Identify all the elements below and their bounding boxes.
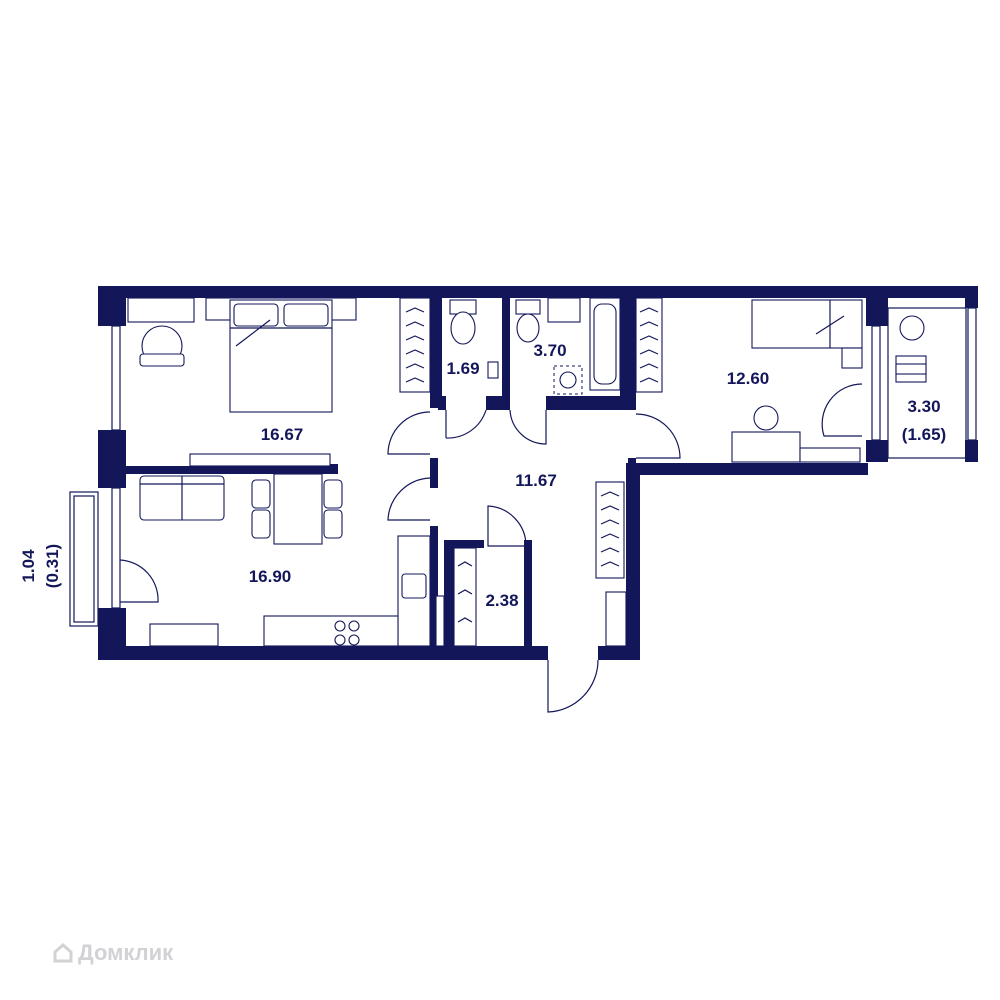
hanger-icon — [600, 561, 620, 567]
hanger-icon — [457, 589, 473, 595]
hanger-icon — [405, 377, 425, 383]
hanger-icon — [639, 363, 659, 369]
hanger-icon — [600, 547, 620, 553]
house-icon — [53, 943, 73, 963]
bedroom-furniture — [127, 297, 431, 467]
balcony-frame — [887, 307, 967, 459]
bedroom2-furniture — [635, 297, 863, 463]
hanger-icon — [405, 335, 425, 341]
area-label-bedroom-2: 12.60 — [727, 369, 770, 388]
hanger-icon — [405, 349, 425, 355]
hanger-icon — [600, 533, 620, 539]
watermark-text: Домклик — [78, 940, 174, 965]
hanger-icon — [457, 617, 473, 623]
hanger-icon — [600, 491, 620, 497]
hanger-icon — [600, 505, 620, 511]
area-label-bedroom: 16.67 — [261, 425, 304, 444]
hall-furniture — [435, 481, 627, 647]
balcony-furniture — [895, 315, 927, 383]
hanger-icon — [639, 321, 659, 327]
hanger-icon — [639, 377, 659, 383]
area-label-kitchen-living: 16.90 — [249, 567, 292, 586]
hanger-icon — [639, 349, 659, 355]
windows — [111, 307, 977, 609]
area-labels: 16.67 1.69 3.70 12.60 3.30 (1.65) 11.67 … — [19, 341, 946, 610]
area-label-loggia: 1.04 — [19, 549, 38, 583]
hanger-icon — [405, 321, 425, 327]
area-label-loggia-reduced: (0.31) — [43, 544, 62, 588]
area-label-balcony-reduced: (1.65) — [902, 425, 946, 444]
area-label-bathroom: 3.70 — [533, 341, 566, 360]
hanger-icon — [639, 335, 659, 341]
inner-walls — [126, 298, 888, 650]
hanger-icon — [639, 307, 659, 313]
hanger-icon — [457, 561, 473, 567]
loggia-frame — [69, 491, 99, 627]
area-label-hall: 11.67 — [515, 471, 557, 490]
hanger-icon — [405, 363, 425, 369]
area-label-wc: 1.69 — [446, 359, 479, 378]
hanger-icon — [405, 307, 425, 313]
doors — [119, 383, 863, 713]
domclick-watermark: Домклик — [52, 940, 173, 966]
area-label-balcony: 3.30 — [907, 397, 940, 416]
kitchen-furniture — [139, 473, 431, 647]
hanger-icon — [600, 519, 620, 525]
area-label-wardrobe: 2.38 — [485, 591, 518, 610]
bathroom-fixtures — [449, 297, 621, 395]
